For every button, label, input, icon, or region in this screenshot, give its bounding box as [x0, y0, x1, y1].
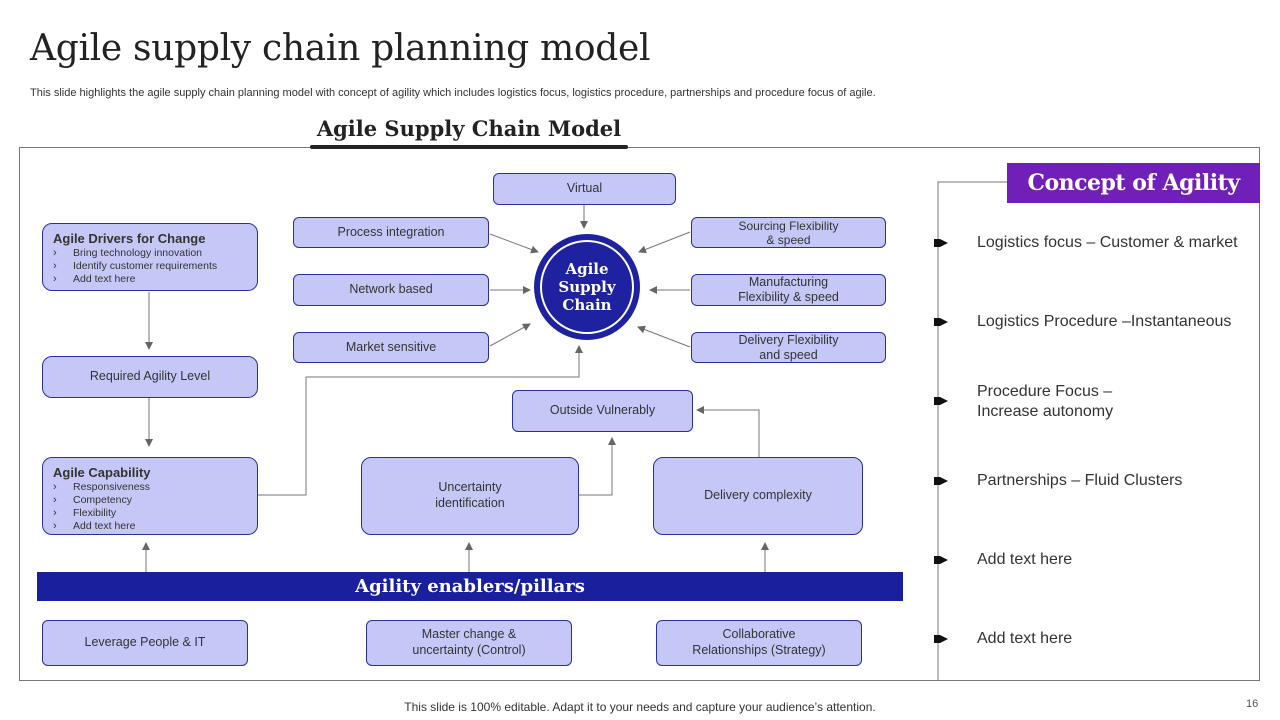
agility-enablers-banner: Agility enablers/pillars: [37, 572, 903, 601]
agile-supply-chain-label: Agile Supply Chain: [540, 240, 634, 334]
bullet-arrow-icon: [934, 556, 948, 564]
list-item: Competency: [53, 494, 247, 507]
node-sourcing-flexibility: Sourcing Flexibility & speed: [691, 217, 886, 248]
page-title: Agile supply chain planning model: [30, 28, 651, 69]
concept-of-agility-heading: Concept of Agility: [1007, 163, 1260, 203]
node-delivery-flexibility: Delivery Flexibility and speed: [691, 332, 886, 363]
concept-item: Add text here: [977, 630, 1073, 647]
concept-item: Logistics focus – Customer & market: [977, 234, 1238, 251]
arrow-process-to-center: [489, 233, 539, 254]
list-item: Bring technology innovation: [53, 247, 247, 260]
page-subtitle: This slide highlights the agile supply c…: [30, 87, 876, 99]
concept-item: Add text here: [977, 551, 1073, 568]
arrow-delivery-to-outside: [696, 406, 760, 458]
diagram-frame: [19, 147, 1260, 681]
agile-drivers-list: Bring technology innovation Identify cus…: [53, 247, 247, 286]
list-item: Add text here: [53, 520, 247, 533]
pillar-leverage-people-it: Leverage People & IT: [42, 620, 248, 666]
agile-capability-title: Agile Capability: [53, 465, 151, 480]
bullet-arrow-icon: [934, 397, 948, 405]
concept-item: Procedure Focus – Increase autonomy: [977, 383, 1114, 420]
node-process-integration: Process integration: [293, 217, 489, 248]
agile-capability-list: Responsiveness Competency Flexibility Ad…: [53, 481, 247, 533]
pillar-master-change: Master change & uncertainty (Control): [366, 620, 572, 666]
model-heading: Agile Supply Chain Model: [316, 116, 622, 141]
agile-capability-box: Agile Capability Responsiveness Competen…: [42, 457, 258, 535]
list-item: Identify customer requirements: [53, 260, 247, 273]
list-item: Flexibility: [53, 507, 247, 520]
node-virtual: Virtual: [493, 173, 676, 205]
bullet-arrow-icon: [934, 635, 948, 643]
agile-drivers-box: Agile Drivers for Change Bring technolog…: [42, 223, 258, 291]
bullet-arrow-icon: [934, 318, 948, 326]
arrow-capability-to-center: [258, 345, 583, 496]
concept-item: Partnerships – Fluid Clusters: [977, 472, 1183, 489]
footer-note: This slide is 100% editable. Adapt it to…: [404, 700, 876, 714]
arrow-sourcing-to-center: [638, 231, 691, 254]
bullet-arrow-icon: [934, 239, 948, 247]
node-network-based: Network based: [293, 274, 489, 306]
concept-bracket-line: [937, 181, 1007, 681]
arrow-uncertainty-to-outside: [579, 437, 616, 496]
arrow-market-to-center: [489, 323, 531, 347]
node-delivery-complexity: Delivery complexity: [653, 457, 863, 535]
concept-item: Logistics Procedure –Instantaneous: [977, 313, 1232, 330]
node-outside-vulnerably: Outside Vulnerably: [512, 390, 693, 432]
node-uncertainty-identification: Uncertainty identification: [361, 457, 579, 535]
list-item: Responsiveness: [53, 481, 247, 494]
node-manufacturing-flexibility: Manufacturing Flexibility & speed: [691, 274, 886, 306]
node-required-agility-level: Required Agility Level: [42, 356, 258, 398]
arrow-delivery-to-center: [637, 325, 691, 348]
list-item: Add text here: [53, 273, 247, 286]
node-market-sensitive: Market sensitive: [293, 332, 489, 363]
bullet-arrow-icon: [934, 477, 948, 485]
agile-drivers-title: Agile Drivers for Change: [53, 231, 206, 246]
model-heading-underline: [310, 145, 628, 149]
page-number: 16: [1246, 698, 1259, 710]
pillar-collaborative-relationships: Collaborative Relationships (Strategy): [656, 620, 862, 666]
